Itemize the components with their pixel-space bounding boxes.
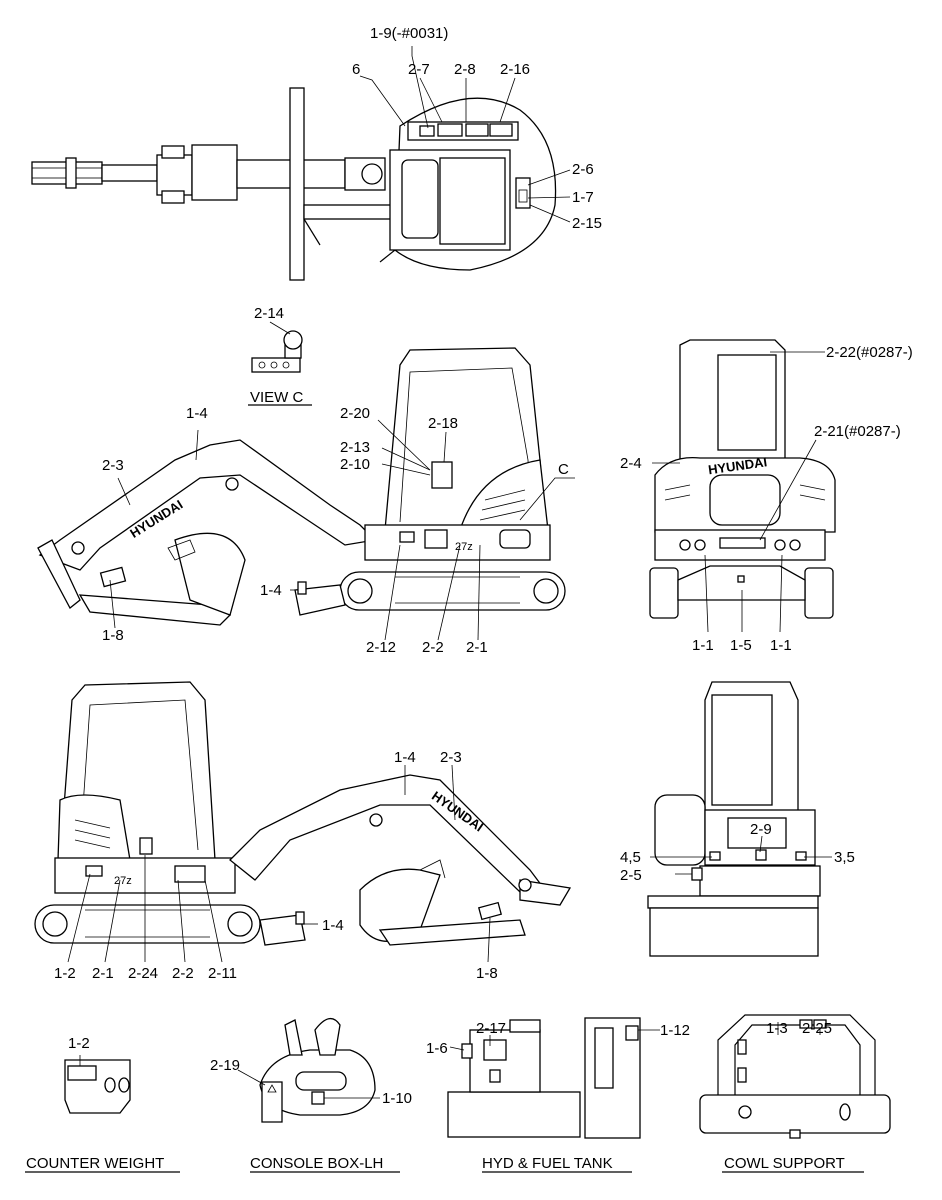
callout-2-22: 2-22(#0287-)	[826, 344, 913, 361]
rear-view	[649, 339, 836, 633]
callout-1-1-left: 1-1	[692, 637, 714, 654]
callout-1-6: 1-6	[426, 1040, 448, 1057]
callout-1-2-counterweight: 1-2	[68, 1035, 90, 1052]
callout-2-10: 2-10	[340, 456, 370, 473]
callout-2-19: 2-19	[210, 1057, 240, 1074]
callout-1-9: 1-9(-#0031)	[370, 25, 448, 42]
callout-3-5: 3,5	[834, 849, 855, 866]
caption-hyd-fuel-tank: HYD & FUEL TANK	[482, 1155, 613, 1172]
callout-c: C	[558, 461, 569, 478]
callout-2-17: 2-17	[476, 1020, 506, 1037]
callout-1-8-right: 1-8	[102, 627, 124, 644]
callout-1-3: 1-3	[766, 1020, 788, 1037]
console-box-detail	[237, 1018, 400, 1173]
callout-1-8-left: 1-8	[476, 965, 498, 982]
callout-1-7: 1-7	[572, 189, 594, 206]
cowl-support-detail	[699, 1014, 891, 1173]
callout-1-2-left: 1-2	[54, 965, 76, 982]
top-view	[31, 46, 571, 281]
left-side-view	[34, 681, 572, 963]
hyd-fuel-tank-detail	[447, 1017, 660, 1173]
callout-2-18: 2-18	[428, 415, 458, 432]
callout-2-8: 2-8	[454, 61, 476, 78]
callout-2-2-right: 2-2	[422, 639, 444, 656]
callout-2-25: 2-25	[802, 1020, 832, 1037]
callout-2-4: 2-4	[620, 455, 642, 472]
callout-2-1-right: 2-1	[466, 639, 488, 656]
callout-2-2-left: 2-2	[172, 965, 194, 982]
callout-4-5: 4,5	[620, 849, 641, 866]
callout-2-16: 2-16	[500, 61, 530, 78]
callout-6: 6	[352, 61, 360, 78]
callout-2-14: 2-14	[254, 305, 284, 322]
callout-2-5: 2-5	[620, 867, 642, 884]
callout-1-5: 1-5	[730, 637, 752, 654]
callout-1-4-blade-right: 1-4	[260, 582, 282, 599]
caption-console-box: CONSOLE BOX-LH	[250, 1155, 383, 1172]
counter-weight-detail	[25, 1055, 180, 1173]
callout-2-3-left: 2-3	[440, 749, 462, 766]
callout-2-12: 2-12	[366, 639, 396, 656]
caption-cowl-support: COWL SUPPORT	[724, 1155, 845, 1172]
callout-2-3-right: 2-3	[102, 457, 124, 474]
view-c-detail	[248, 321, 312, 406]
caption-counter-weight: COUNTER WEIGHT	[26, 1155, 164, 1172]
callout-1-1-right: 1-1	[770, 637, 792, 654]
callout-1-4-boom-right: 1-4	[186, 405, 208, 422]
callout-2-24: 2-24	[128, 965, 158, 982]
callout-2-11: 2-11	[208, 965, 237, 982]
callout-2-9: 2-9	[750, 821, 772, 838]
model-decal-right: 27z	[455, 541, 473, 553]
callout-2-20: 2-20	[340, 405, 370, 422]
callout-1-12: 1-12	[660, 1022, 690, 1039]
callout-2-21: 2-21(#0287-)	[814, 423, 901, 440]
callout-2-13: 2-13	[340, 439, 370, 456]
callout-2-6: 2-6	[572, 161, 594, 178]
callout-2-1-left: 2-1	[92, 965, 114, 982]
callout-2-15: 2-15	[572, 215, 602, 232]
right-side-view	[37, 347, 575, 641]
model-decal-left: 27z	[114, 875, 132, 887]
callout-1-10: 1-10	[382, 1090, 412, 1107]
callout-1-4-boom-left: 1-4	[394, 749, 416, 766]
callout-2-7: 2-7	[408, 61, 430, 78]
callout-1-4-blade-left: 1-4	[322, 917, 344, 934]
front-view	[647, 681, 832, 957]
caption-view-c: VIEW C	[250, 389, 304, 406]
